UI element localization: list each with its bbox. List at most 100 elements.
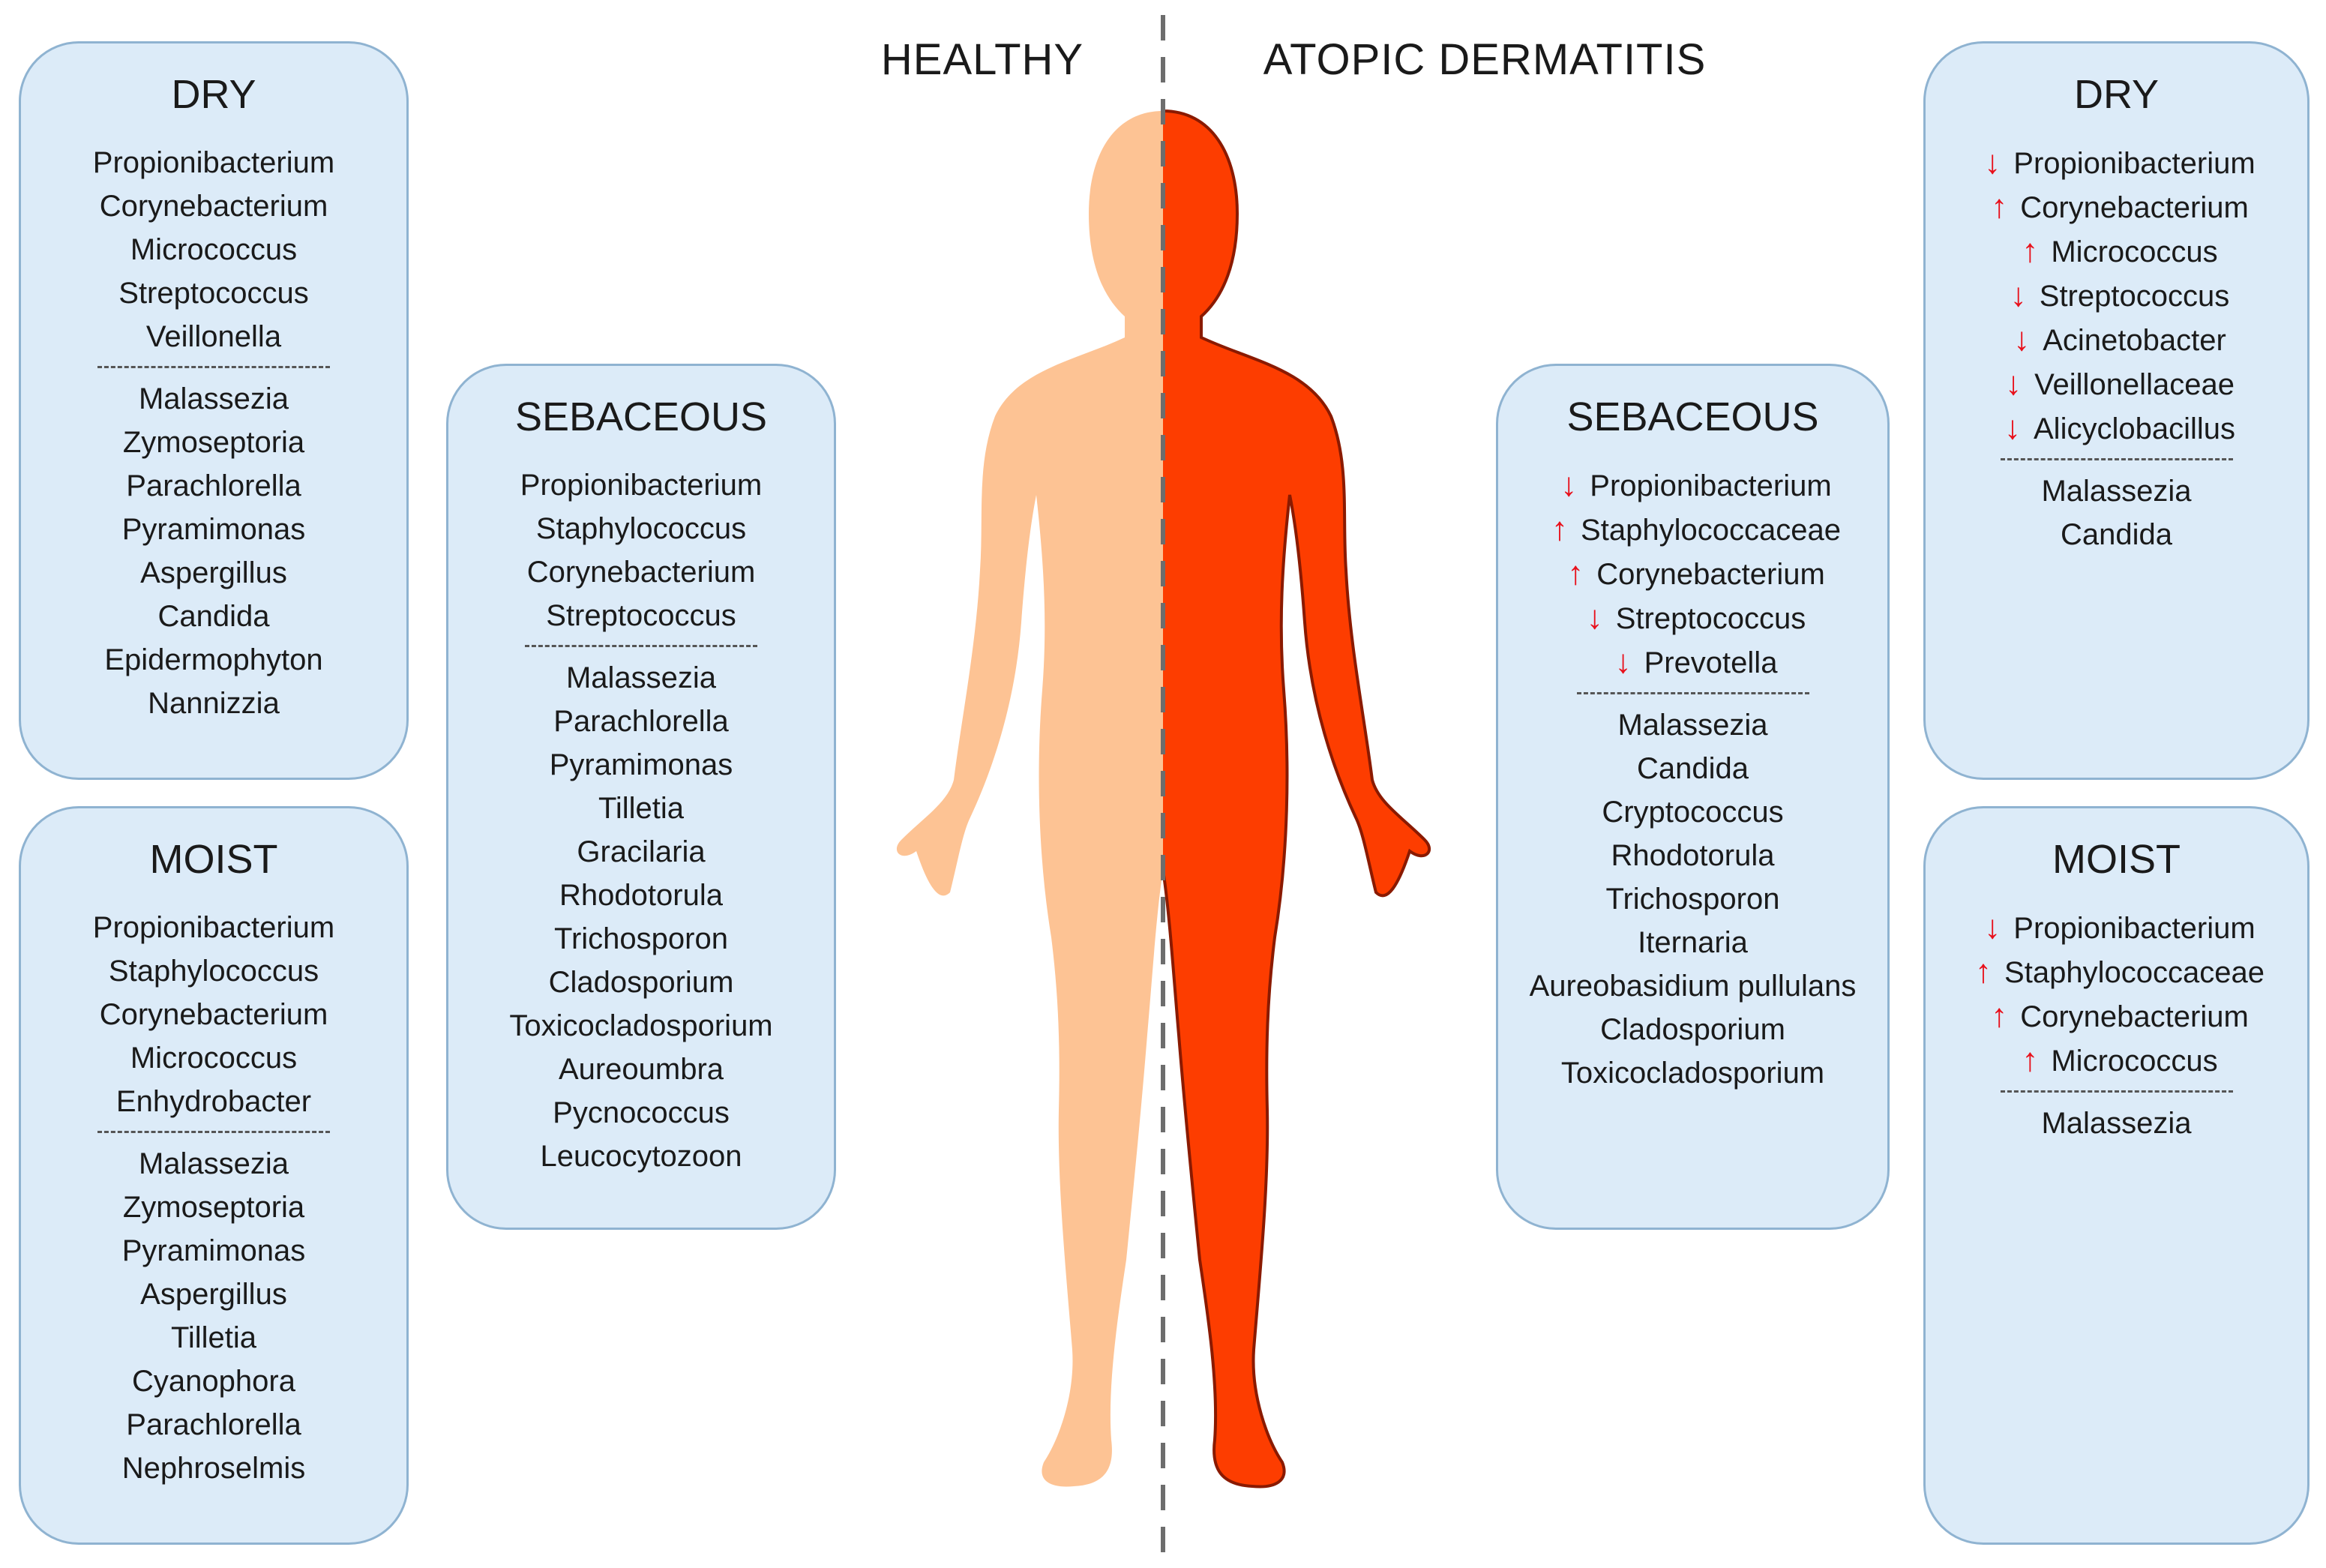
arrow-down-icon: ↓	[2005, 365, 2022, 402]
fungus-item: Aspergillus	[140, 556, 287, 589]
fungus-item: Malassezia	[138, 1147, 289, 1180]
bacterium-name: Prevotella	[1644, 646, 1778, 679]
healthy-dry-title: DRY	[171, 72, 256, 117]
ad-sebaceous-title: SEBACEOUS	[1566, 394, 1819, 439]
arrow-down-icon: ↓	[1586, 599, 1603, 636]
ad-dry-list: ↓Propionibacterium↑Corynebacterium↑Micro…	[1926, 141, 2307, 556]
fungus-item: Rhodotorula	[1611, 839, 1775, 872]
arrow-down-icon: ↓	[1984, 144, 2001, 181]
bacterium-item: ↑ Staphylococcaceae	[1926, 950, 2307, 994]
fungus-item: Pyramimonas	[121, 513, 306, 546]
healthy-sebaceous-title: SEBACEOUS	[514, 394, 768, 439]
fungus-item: Pyramimonas	[549, 748, 733, 781]
bacterium-item: Enhydrobacter	[115, 1085, 312, 1118]
bacterium-item: ↑ Micrococcus	[1926, 1039, 2307, 1083]
bacterium-item: ↓ Streptococcus	[1926, 274, 2307, 318]
fungus-item: Cladosporium	[548, 966, 734, 999]
fungus-item: Nannizzia	[148, 687, 280, 720]
fungus-item: Aspergillus	[140, 1278, 287, 1311]
bacterium-name: Corynebacterium	[2020, 1000, 2249, 1033]
bacteria-fungi-separator	[2000, 458, 2233, 460]
fungus-item: Parachlorella	[553, 705, 729, 738]
fungus-item: Toxicocladosporium	[509, 1009, 773, 1042]
fungus-item: Parachlorella	[126, 469, 301, 502]
bacterium-name: Propionibacterium	[1590, 469, 1832, 502]
bacterium-name: Streptococcus	[1615, 602, 1806, 635]
arrow-down-icon: ↓	[2010, 277, 2027, 313]
bacterium-name: Staphylococcaceae	[1581, 514, 1841, 547]
bacterium-name: Micrococcus	[2051, 235, 2218, 268]
fungus-item: Malassezia	[565, 661, 717, 694]
fungus-item: Pyramimonas	[121, 1234, 306, 1267]
fungus-item: Candida	[157, 600, 270, 633]
fungus-item: Epidermophyton	[104, 643, 323, 676]
fungus-item: Parachlorella	[126, 1408, 301, 1441]
ad-dry-panel: DRY ↓Propionibacterium↑Corynebacterium↑M…	[1923, 41, 2310, 780]
arrow-up-icon: ↑	[1991, 188, 2008, 225]
bacterium-name: Propionibacterium	[2013, 147, 2256, 180]
fungus-item: Iternaria	[1638, 926, 1748, 959]
fungus-item: Tilletia	[170, 1321, 257, 1354]
ad-dry-title: DRY	[2073, 72, 2160, 117]
bacterium-item: Corynebacterium	[99, 190, 328, 223]
fungus-item: Rhodotorula	[559, 879, 723, 912]
bacteria-fungi-separator	[1576, 692, 1809, 694]
atopic-dermatitis-heading: ATOPIC DERMATITIS	[1263, 35, 1707, 84]
fungus-item: Malassezia	[2041, 475, 2192, 508]
ad-sebaceous-panel: SEBACEOUS ↓ Propionibacterium ↑ Staphylococ…	[1496, 364, 1890, 1230]
bacterium-name: Propionibacterium	[2013, 912, 2256, 945]
bacterium-item: ↓ Prevotella	[1498, 640, 1887, 685]
fungus-item: Pycnococcus	[553, 1096, 730, 1129]
arrow-up-icon: ↑	[1551, 511, 1569, 547]
bacterium-item: Staphylococcus	[108, 955, 319, 988]
fungus-item: Aureobasidium pullulans	[1529, 970, 1857, 1003]
bacteria-fungi-separator	[2000, 1090, 2233, 1093]
bacterium-item: ↓ Propionibacterium	[1926, 141, 2307, 185]
bacterium-item: ↑ Corynebacterium	[1926, 994, 2307, 1039]
bacteria-fungi-separator	[525, 645, 757, 647]
fungus-item: Zymoseptoria	[122, 426, 305, 459]
ad-moist-title: MOIST	[2052, 837, 2181, 882]
bacterium-item: Propionibacterium	[520, 469, 763, 502]
bacteria-fungi-separator	[97, 1131, 330, 1133]
fungus-item: Gracilaria	[577, 835, 706, 868]
healthy-moist-title: MOIST	[149, 837, 278, 882]
bacterium-item: ↓Veillonellaceae	[1926, 362, 2307, 406]
healthy-heading: HEALTHY	[880, 35, 1084, 84]
arrow-down-icon: ↓	[2013, 321, 2031, 358]
arrow-up-icon: ↑	[1991, 997, 2008, 1034]
ad-moist-list: ↓ Propionibacterium ↑ Staphylococcaceae ↑ Cor…	[1926, 906, 2307, 1145]
arrow-down-icon: ↓	[1614, 643, 1632, 680]
fungus-item: Malassezia	[138, 382, 289, 415]
fungus-item: Malassezia	[2041, 1107, 2192, 1140]
bacterium-item: Streptococcus	[118, 277, 309, 310]
fungus-item: Cryptococcus	[1602, 796, 1784, 829]
arrow-down-icon: ↓	[1560, 466, 1578, 503]
arrow-up-icon: ↑	[1975, 953, 1992, 990]
bacterium-name: Alicyclobacillus	[2034, 412, 2235, 445]
arrow-up-icon: ↑	[2022, 1042, 2039, 1078]
fungus-item: Aureoumbra	[558, 1053, 724, 1086]
bacterium-name: Corynebacterium	[1596, 558, 1825, 591]
bacterium-item: ↑ Corynebacterium	[1926, 185, 2307, 229]
arrow-down-icon: ↓	[2004, 409, 2021, 446]
bacterium-name: Streptococcus	[2039, 280, 2230, 313]
bacterium-name: Acinetobacter	[2043, 324, 2226, 357]
bacterium-item: ↓ Streptococcus	[1498, 596, 1887, 640]
bacterium-name: Corynebacterium	[2020, 191, 2249, 224]
fungus-item: Zymoseptoria	[122, 1191, 305, 1224]
bacterium-item: ↓ Propionibacterium	[1926, 906, 2307, 950]
bacterium-name: Micrococcus	[2051, 1045, 2218, 1078]
bacterium-name: Staphylococcaceae	[2004, 956, 2265, 989]
arrow-up-icon: ↑	[1567, 555, 1584, 592]
bacterium-item: Micrococcus	[130, 1042, 298, 1075]
bacterium-item: ↓ Alicyclobacillus	[1926, 406, 2307, 451]
bacterium-item: ↓ Acinetobacter	[1926, 318, 2307, 362]
arrow-down-icon: ↓	[1984, 909, 2001, 946]
fungus-item: Toxicocladosporium	[1560, 1057, 1825, 1090]
